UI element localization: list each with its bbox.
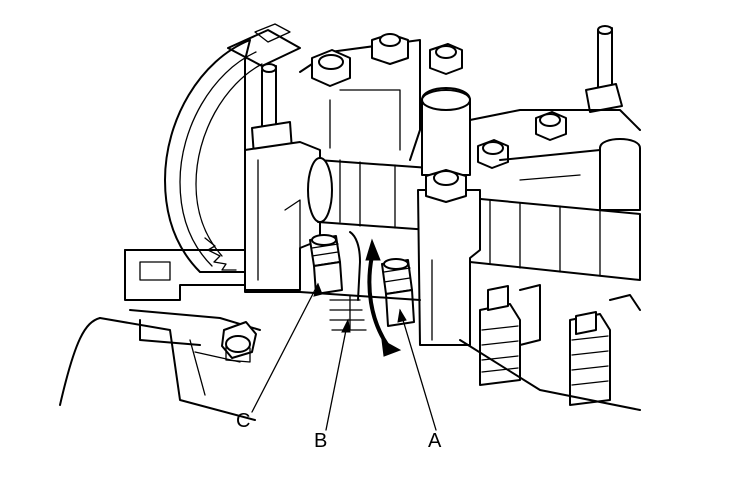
leader-line-c (251, 283, 319, 413)
leader-lines (251, 282, 437, 431)
right-valve-springs (459, 284, 641, 411)
callout-c: C (236, 410, 251, 432)
center-bearing-cap (417, 87, 481, 346)
camshaft (307, 157, 641, 281)
leader-line-b (325, 319, 349, 431)
callout-b: B (314, 430, 328, 452)
rotation-arrow (365, 238, 402, 357)
valve-lifter-c (309, 234, 343, 295)
lower-bolt (221, 321, 257, 363)
center-top-housing (299, 33, 463, 161)
leader-line-a (399, 309, 437, 431)
timing-sprocket-housing (164, 23, 301, 273)
left-bearing-cap (244, 63, 321, 291)
right-bearing-caps (469, 25, 641, 211)
valve-lifter-a (381, 258, 415, 327)
callout-a: A (428, 430, 442, 452)
